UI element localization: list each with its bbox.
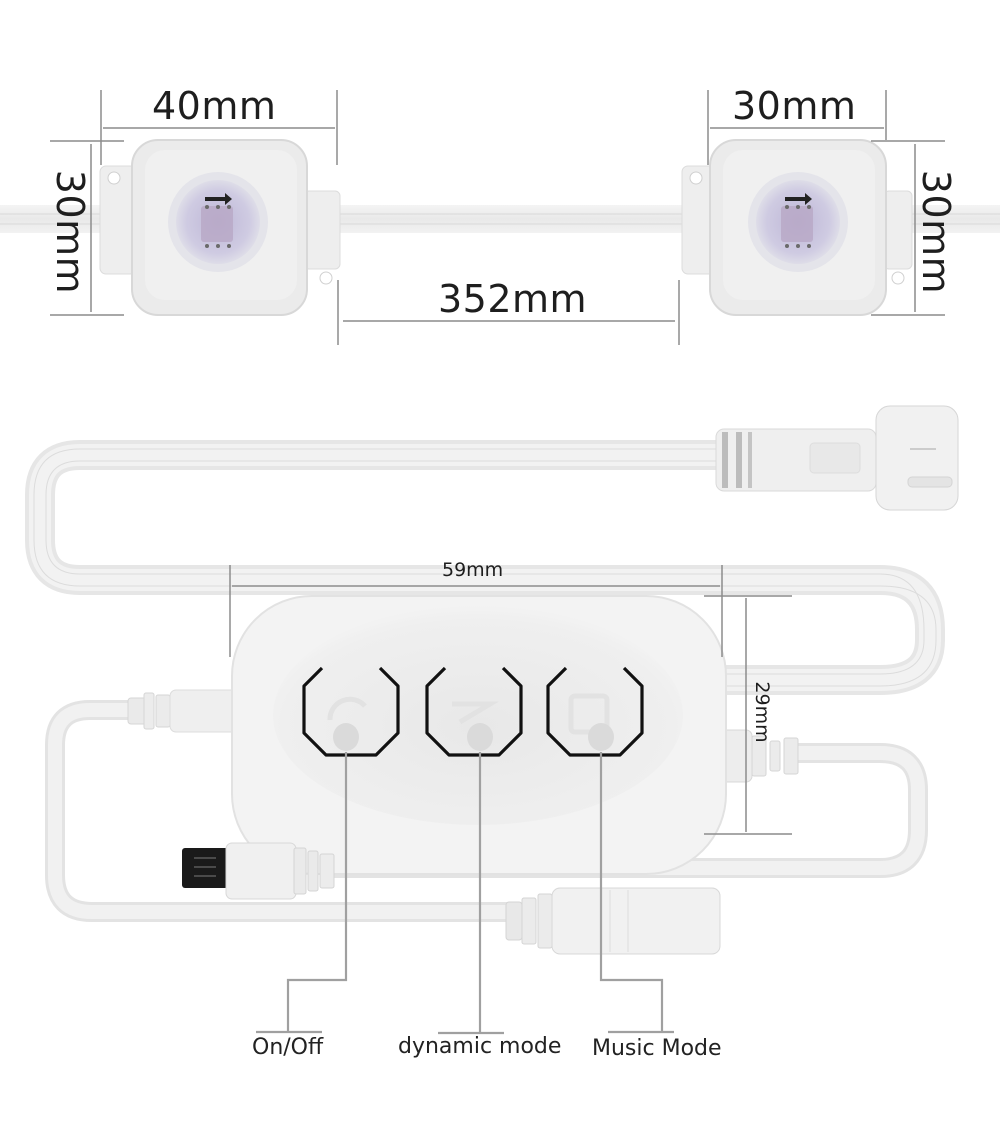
usb-plug	[182, 842, 335, 900]
lower-cable-loop	[45, 700, 928, 922]
right-module-width-label: 30mm	[732, 84, 857, 128]
ribbon-cable-loop	[25, 440, 945, 695]
power-icon	[327, 696, 367, 721]
controller-dimension-lines	[229, 565, 792, 835]
button-on-off[interactable]	[302, 666, 400, 757]
strain-relief-left	[127, 689, 243, 733]
dc-female-jack	[505, 887, 721, 955]
button-dynamic-mode[interactable]	[425, 666, 523, 757]
on-off-caption: On/Off	[252, 1035, 324, 1060]
right-module-height-label: 30mm	[914, 169, 958, 295]
controller-height-label: 29mm	[751, 681, 773, 743]
button-music-mode[interactable]	[546, 666, 644, 757]
module-dimension-lines	[50, 90, 945, 345]
led-module-right	[681, 139, 913, 316]
wave-icon	[452, 701, 500, 725]
callout-lines	[256, 752, 674, 1035]
left-module-width-label: 40mm	[152, 84, 277, 128]
left-module-height-label: 30mm	[48, 169, 92, 295]
controller-width-label: 59mm	[442, 559, 504, 581]
module-spacing-label: 352mm	[438, 277, 588, 321]
waterproof-connector-top	[715, 405, 959, 511]
music-mode-caption: Music Mode	[592, 1036, 722, 1061]
dynamic-mode-caption: dynamic mode	[398, 1034, 562, 1059]
led-module-left	[99, 139, 341, 316]
